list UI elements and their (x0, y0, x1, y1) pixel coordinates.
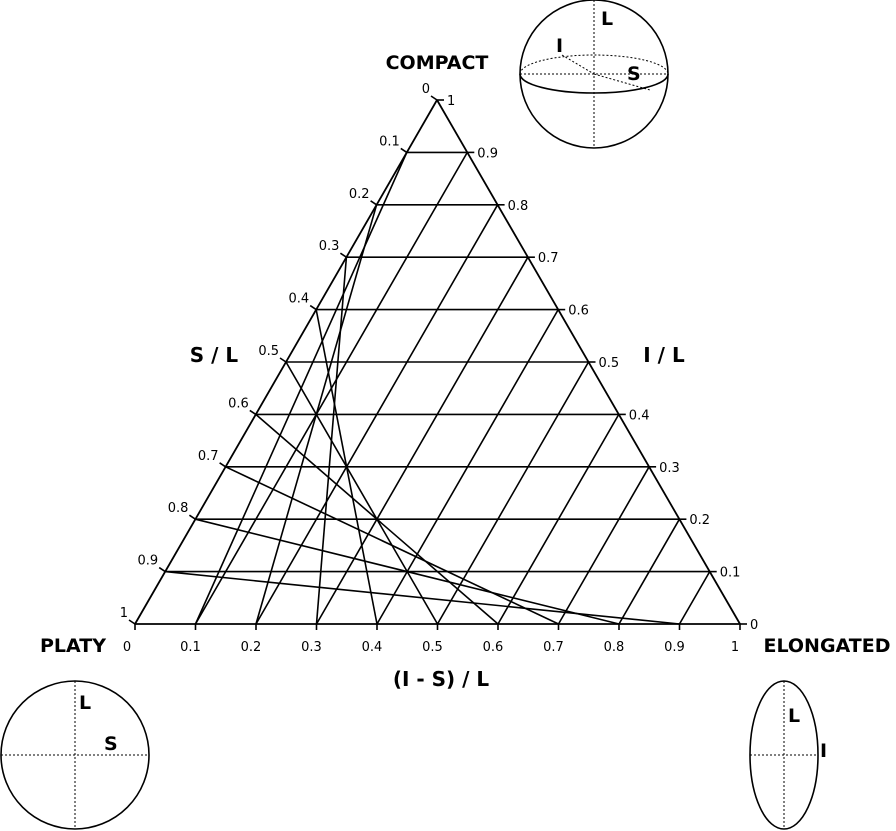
tick-label-bottom: 0.1 (180, 640, 201, 655)
tick-label-left: 0.9 (138, 554, 159, 569)
tick-mark-left (279, 357, 287, 363)
tick-label-right: 0.7 (538, 251, 559, 266)
tick-label-bottom: 1 (731, 640, 739, 655)
compact-axis-i: I (556, 35, 563, 57)
tick-label-left: 1 (120, 606, 128, 621)
tick-label-right: 1 (447, 94, 455, 109)
platy-disc-icon: L S (0, 680, 150, 830)
tick-mark-left (158, 566, 166, 573)
grid-line-rising (436, 361, 590, 625)
axis-label-i-minus-s-over-l: (I - S) / L (393, 667, 490, 691)
ternary-grid (134, 99, 741, 625)
corner-label-elongated: ELONGATED (764, 635, 891, 657)
compact-axis-l: L (601, 8, 613, 30)
tick-label-left: 0.6 (228, 396, 249, 411)
tick-label-bottom: 0.6 (483, 640, 504, 655)
tick-label-bottom: 0.9 (664, 640, 685, 655)
axis-label-s-over-l: S / L (190, 343, 239, 367)
tick-label-right: 0.3 (659, 461, 680, 476)
tick-mark-left (309, 304, 317, 311)
tick-label-bottom: 0.3 (301, 640, 322, 655)
tick-mark-left (219, 462, 227, 468)
grid-line-falling (225, 466, 559, 625)
elongated-axis-l: L (788, 705, 800, 727)
tick-label-bottom: 0.4 (362, 640, 383, 655)
tick-label-right: 0.9 (477, 146, 498, 161)
tick-label-right: 0.8 (508, 199, 529, 214)
tick-mark-left (128, 619, 136, 625)
grid-line-falling (285, 361, 439, 625)
tick-label-left: 0.1 (379, 134, 400, 149)
tick-mark-left (400, 147, 408, 154)
tick-label-right: 0.2 (689, 513, 710, 528)
tick-label-left: 0.3 (319, 239, 340, 254)
tick-label-right: 0.6 (568, 304, 589, 319)
tick-label-left: 0.8 (168, 501, 189, 516)
corner-label-compact: COMPACT (386, 52, 489, 74)
tick-label-left: 0.5 (258, 344, 279, 359)
tick-label-left: 0.2 (349, 187, 370, 202)
tick-label-bottom: 0 (123, 640, 131, 655)
elongated-rod-icon: L I (749, 680, 827, 830)
platy-axis-s: S (104, 733, 118, 755)
tick-mark-left (188, 514, 196, 520)
corner-label-platy: PLATY (40, 635, 106, 657)
tick-label-right: 0 (750, 618, 758, 633)
compact-sphere-icon: L I S (519, 0, 669, 149)
tick-label-left: 0.7 (198, 449, 219, 464)
tick-mark-left (339, 252, 347, 258)
tick-label-left: 0 (422, 82, 430, 97)
tick-labels: 0100.10.90.10.20.80.20.30.70.30.40.60.40… (120, 82, 759, 655)
grid-line-falling (165, 570, 680, 625)
grid-line-rising (315, 256, 529, 625)
tick-label-left: 0.4 (289, 292, 310, 307)
grid-line-rising (678, 571, 711, 625)
elongated-axis-i: I (820, 740, 827, 762)
tick-mark-left (430, 95, 438, 101)
compact-axis-s: S (627, 63, 641, 85)
tick-label-bottom: 0.7 (543, 640, 564, 655)
tick-label-right: 0.1 (720, 566, 741, 581)
tick-label-bottom: 0.8 (604, 640, 625, 655)
tick-label-right: 0.5 (599, 356, 620, 371)
tick-label-bottom: 0.5 (422, 640, 443, 655)
tick-mark-left (370, 200, 378, 206)
tick-label-bottom: 0.2 (241, 640, 262, 655)
tick-label-right: 0.4 (629, 408, 650, 423)
axis-label-i-over-l: I / L (643, 343, 685, 367)
grid-line-rising (557, 466, 650, 625)
platy-axis-l: L (79, 692, 91, 714)
tick-marks (128, 95, 747, 630)
tick-mark-left (249, 409, 257, 416)
